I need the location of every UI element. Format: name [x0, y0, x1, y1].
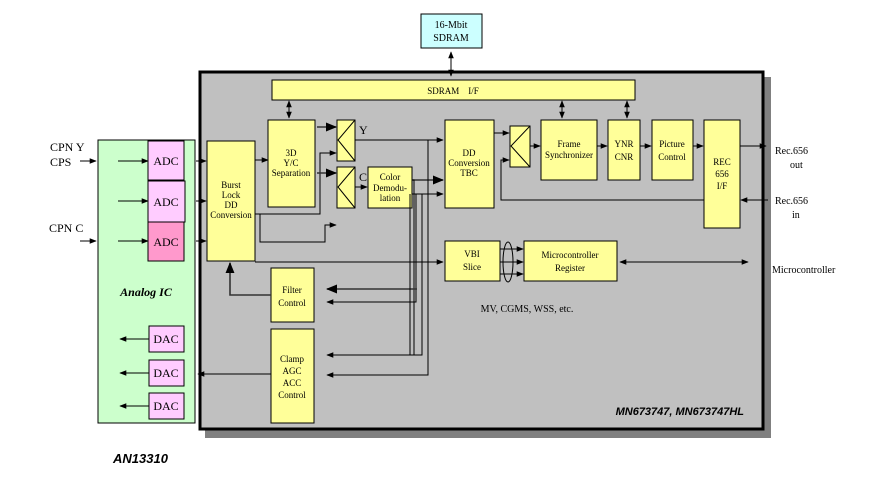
pc-l2: Control: [658, 152, 686, 162]
clamp-l4: Control: [278, 390, 306, 400]
rec-l3: I/F: [717, 181, 728, 191]
clamp-agc-acc-block: [270, 328, 315, 424]
rec-loopback: [500, 157, 704, 201]
microcontroller-label: Microcontroller: [772, 265, 836, 276]
clamp-l3: ACC: [283, 378, 302, 388]
yc-l1: 3D: [286, 148, 298, 158]
vbi-note: MV, CGMS, WSS, etc.: [481, 304, 574, 315]
ynr-cnr-block: [607, 119, 641, 181]
rec656-out-l2: out: [790, 160, 803, 171]
adc-1-label: ADC: [153, 154, 178, 168]
cd-l3: lation: [380, 193, 401, 203]
output-switch-glyph: [510, 125, 531, 168]
dac-3-label: DAC: [153, 399, 178, 413]
sdram-chip-line2: SDRAM: [433, 33, 469, 44]
picture-control-block: [651, 119, 694, 181]
fc-l1: Filter: [282, 285, 302, 295]
tbc-l3: TBC: [460, 168, 478, 178]
input-cpn-y: CPN Y: [50, 140, 85, 154]
bus-to-clamp-3: [326, 140, 429, 378]
vbi-l2: Slice: [463, 262, 481, 272]
rec656-in-l2: in: [792, 210, 800, 221]
bus-v1: [412, 179, 415, 355]
dac-2: [148, 359, 185, 387]
mr-l1: Microcontroller: [542, 250, 599, 260]
clamp-l2: AGC: [282, 366, 301, 376]
dac-3: [148, 392, 185, 420]
yc-separation-block: [267, 119, 316, 208]
sdram-chip-line1: 16-Mbit: [435, 20, 468, 31]
yc-l3: Separation: [272, 168, 311, 178]
analog-ic-label: Analog IC: [119, 285, 173, 299]
ynr-l2: CNR: [615, 152, 634, 162]
y-label: Y: [359, 123, 368, 137]
dd-tbc-block: [444, 119, 495, 209]
rec-l1: REC: [713, 157, 731, 167]
burst-lock-l1: Burst: [221, 180, 241, 190]
mr-l2: Register: [555, 263, 585, 273]
sdram-if-block: [271, 79, 636, 101]
main-chip-label: MN673747, MN673747HL: [616, 406, 745, 418]
c-switch: [336, 166, 356, 209]
sdram-chip: [420, 13, 483, 49]
burst-lock-l4: Conversion: [210, 210, 252, 220]
cd-l2: Demodu-: [373, 183, 407, 193]
tbc-l2: Conversion: [448, 158, 490, 168]
color-demod-block: [367, 166, 413, 209]
output-switch: [509, 125, 531, 168]
adc-3-label: ADC: [153, 235, 178, 249]
bus-bundle-ellipse: [502, 241, 514, 283]
rec-l2: 656: [715, 169, 729, 179]
yc-l2: Y/C: [283, 158, 298, 168]
ynr-l1: YNR: [614, 139, 633, 149]
filter-to-burst: [225, 261, 271, 296]
bl-to-c-switch: [255, 213, 337, 243]
dac-2-label: DAC: [153, 366, 178, 380]
adc-2-label: ADC: [153, 195, 178, 209]
adc-3: [147, 221, 185, 262]
dac-1: [148, 325, 185, 353]
y-switch-glyph: [337, 119, 356, 162]
rec656-in-l1: Rec.656: [775, 196, 808, 207]
clamp-l1: Clamp: [280, 354, 304, 364]
burst-lock-l2: Lock: [222, 190, 241, 200]
cd-l1: Color: [380, 172, 401, 182]
rec656-if-block: [703, 119, 741, 229]
filter-control-block: [270, 267, 315, 323]
fs-l2: Synchronizer: [545, 150, 593, 160]
micro-register-block: [523, 240, 618, 282]
y-switch: [336, 119, 356, 162]
c-switch-glyph: [337, 166, 356, 209]
c-label: C: [359, 170, 367, 184]
input-cpn-c: CPN C: [49, 221, 83, 235]
vbi-l1: VBI: [464, 249, 480, 259]
pc-l1: Picture: [659, 139, 685, 149]
input-cps: CPS: [50, 155, 71, 169]
fc-l2: Control: [278, 298, 306, 308]
fs-l1: Frame: [558, 139, 581, 149]
burst-lock-l3: DD: [225, 200, 238, 210]
vbi-slice-block: [444, 240, 501, 282]
bl-to-y-switch: [260, 150, 337, 215]
tbc-l1: DD: [463, 148, 476, 158]
burst-lock-block: [206, 140, 256, 262]
dac-1-label: DAC: [153, 332, 178, 346]
rec656-out-l1: Rec.656: [775, 146, 808, 157]
bus-to-filter-2: [326, 194, 417, 305]
analog-chip-label: AN13310: [112, 451, 169, 466]
adc-1: [147, 140, 185, 181]
frame-sync-block: [540, 119, 598, 181]
sdram-if-label: SDRAM I/F: [427, 86, 479, 96]
